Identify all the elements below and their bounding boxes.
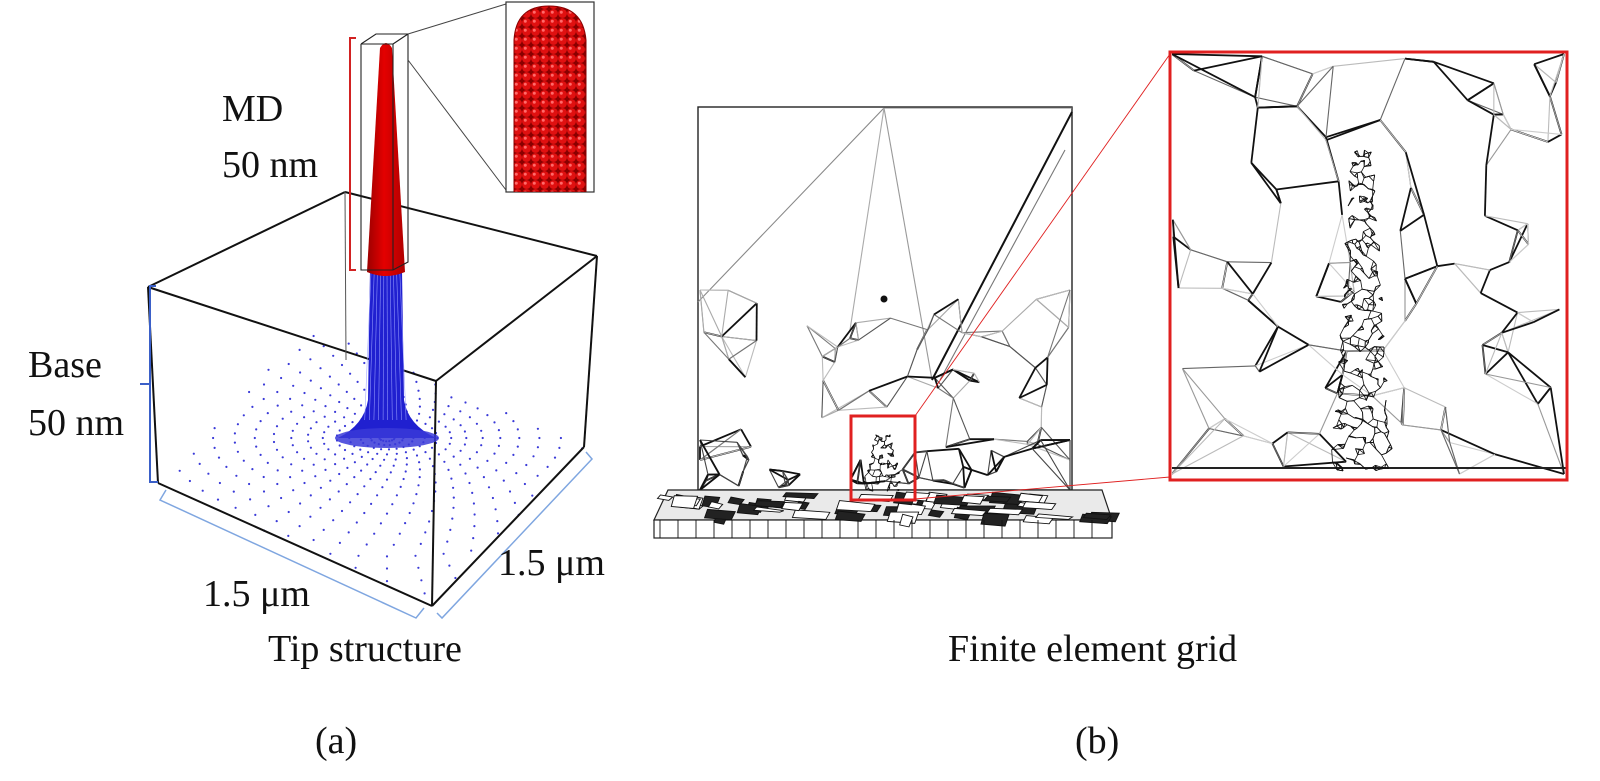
fe-substrate	[654, 490, 1119, 538]
dimension-x-label: 1.5 μm	[203, 575, 310, 613]
panel-a-caption: (a)	[315, 722, 357, 760]
md-tip	[367, 43, 405, 276]
md-size-label: 50 nm	[222, 146, 318, 184]
panel-b-title: Finite element grid	[948, 630, 1237, 668]
inset-connector	[408, 4, 506, 34]
base-column	[335, 270, 439, 448]
dimension-y	[437, 452, 592, 618]
box-edge	[436, 256, 597, 381]
tip-structure-panel	[140, 2, 597, 618]
base-column-foot	[335, 428, 439, 448]
dimension-y-label: 1.5 μm	[498, 544, 605, 582]
md-label: MD	[222, 90, 283, 128]
fe-refined-region	[864, 435, 901, 491]
base-size-label: 50 nm	[28, 404, 124, 442]
zoom-highlight-box	[851, 416, 915, 500]
box-edge	[584, 256, 597, 447]
finite-element-panel	[654, 52, 1567, 538]
box-edge-hidden	[345, 192, 346, 360]
md-tip-atomic-inset	[506, 2, 594, 192]
panel-a-title: Tip structure	[268, 630, 462, 668]
inset-connector	[408, 60, 506, 190]
mesh-node-marker	[881, 296, 888, 303]
panel-b-caption: (b)	[1075, 722, 1119, 760]
box-edge	[148, 192, 345, 287]
box-edge	[432, 381, 436, 606]
base-label: Base	[28, 346, 102, 384]
fe-zoom-view	[1170, 52, 1567, 480]
md-bracket	[350, 38, 356, 270]
